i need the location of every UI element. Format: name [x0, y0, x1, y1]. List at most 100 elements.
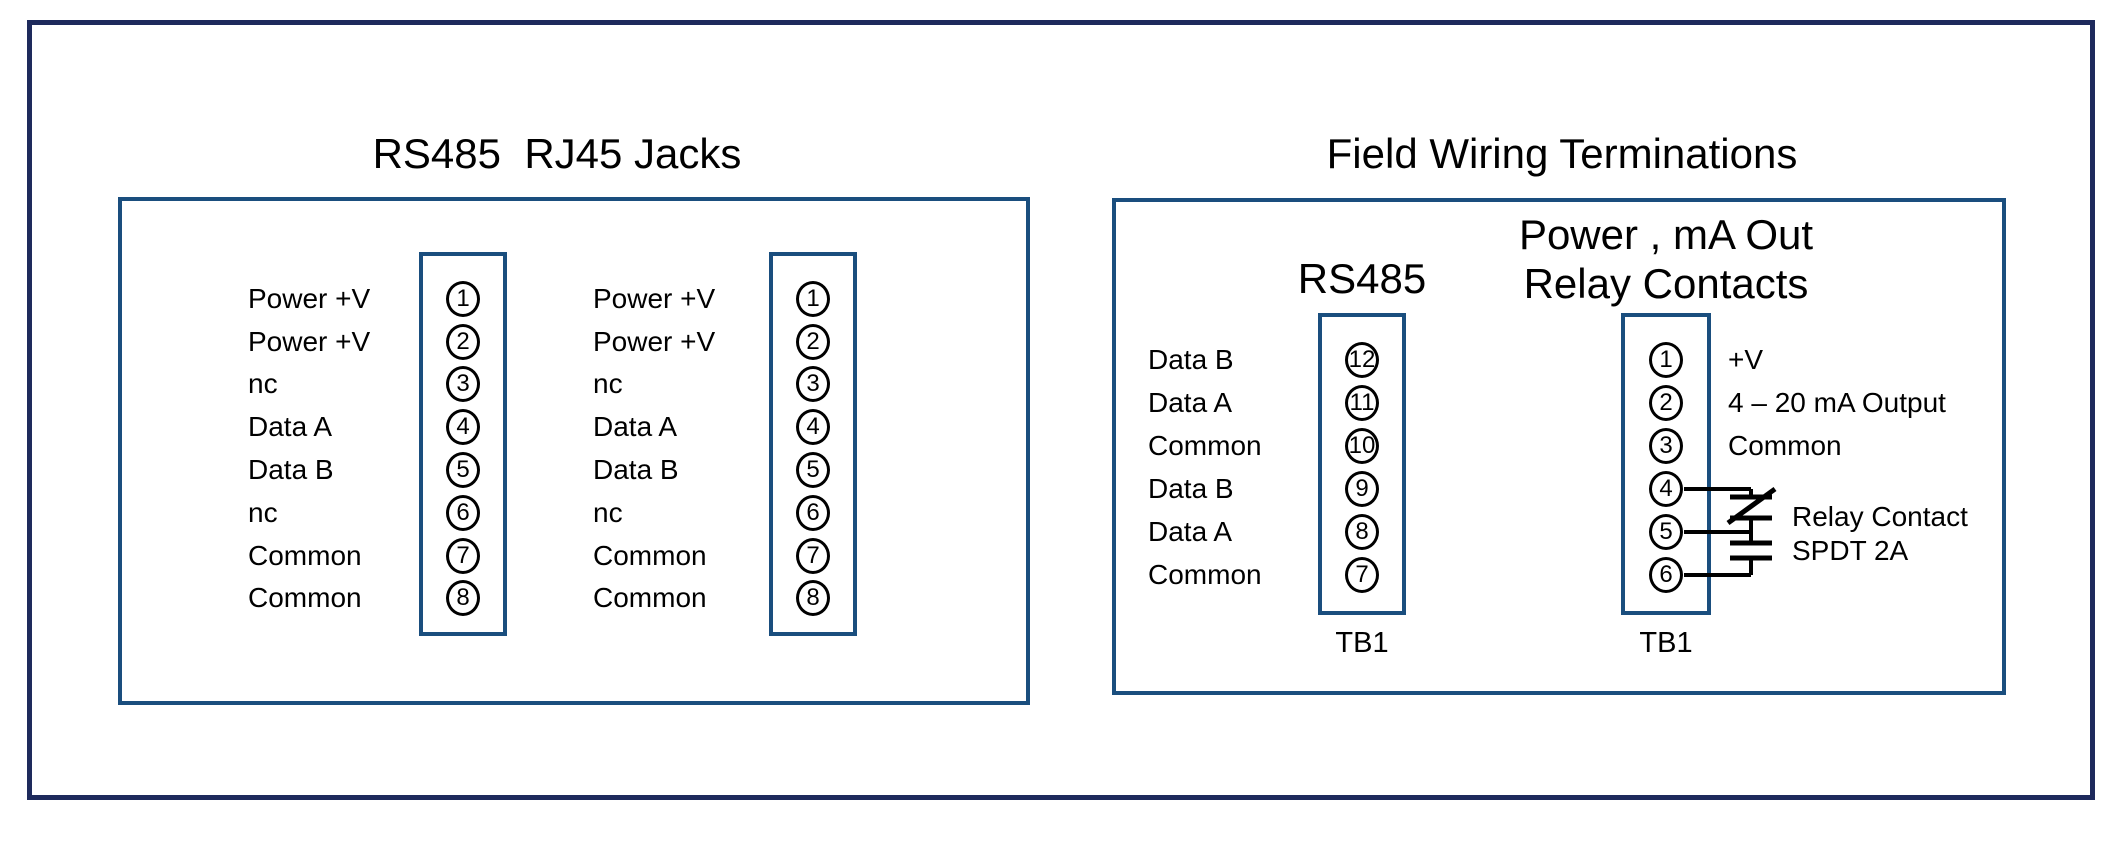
pin-label: nc — [248, 496, 278, 528]
terminal-label: Common — [1728, 430, 1842, 461]
pin-circle: 5 — [796, 452, 830, 489]
relay-contact-symbol — [1684, 486, 1777, 577]
terminal-label: +V — [1728, 344, 1764, 375]
pin-circle: 4 — [796, 409, 830, 446]
pin-label: Power +V — [593, 282, 716, 314]
terminal-number: 12 — [1348, 346, 1376, 373]
terminal-circle: 5 — [1649, 514, 1683, 550]
pin-circle: 6 — [796, 494, 830, 531]
terminal-label: Data B — [1148, 344, 1234, 375]
terminal-circle: 9 — [1345, 471, 1379, 507]
pin-label: Power +V — [248, 282, 371, 314]
terminal-circle: 4 — [1649, 471, 1683, 507]
pin-circle: 8 — [796, 580, 830, 617]
relay-contact-label-line1: Relay Contact — [1792, 501, 1968, 532]
pin-number: 6 — [456, 498, 470, 526]
terminal-number: 2 — [1659, 389, 1673, 416]
power-block-footer: TB1 — [1639, 627, 1693, 659]
pin-label: Common — [593, 582, 707, 614]
rj45-jacks-box — [118, 197, 1030, 705]
jack1-pin-labels: Power +V Power +V nc Data A Data B nc Co… — [248, 278, 428, 620]
pin-number: 2 — [806, 327, 820, 355]
pin-number: 8 — [806, 584, 820, 612]
pin-circle: 4 — [446, 409, 480, 446]
terminal-number: 11 — [1349, 389, 1375, 416]
terminal-number: 7 — [1355, 561, 1369, 588]
pin-label: Common — [248, 582, 362, 614]
terminal-label: Common — [1148, 559, 1262, 590]
power-block-heading-line1: Power , mA Out — [1518, 211, 1814, 258]
jack1-connector-outline — [419, 252, 507, 636]
relay-contact-label-line2: SPDT 2A — [1792, 535, 1909, 566]
pin-number: 1 — [806, 284, 820, 312]
field-wiring-box — [1112, 198, 2006, 695]
pin-label: Data B — [248, 454, 334, 486]
pin-label: Power +V — [248, 325, 371, 357]
terminal-label: Common — [1148, 430, 1262, 461]
pin-number: 3 — [806, 370, 820, 398]
terminal-number: 8 — [1355, 518, 1369, 545]
pin-label: Common — [593, 539, 707, 571]
pin-label: Power +V — [593, 325, 716, 357]
pin-label: nc — [593, 368, 623, 400]
terminal-number: 6 — [1659, 561, 1673, 588]
rs485-block-heading: RS485 — [1297, 255, 1427, 302]
pin-number: 8 — [456, 584, 470, 612]
rs485-terminal-labels: Data B Data A Common Data B Data A Commo… — [1148, 339, 1328, 597]
terminal-number: 1 — [1659, 346, 1673, 373]
terminal-label: Data A — [1148, 387, 1233, 418]
pin-label: nc — [248, 368, 278, 400]
terminal-circle: 12 — [1345, 342, 1379, 378]
pin-circle: 6 — [446, 494, 480, 531]
pin-label: Data A — [248, 411, 333, 443]
jack2-pin-column: 1 2 3 4 5 6 7 8 — [769, 278, 857, 620]
right-panel-title: Field Wiring Terminations — [1326, 130, 1798, 177]
terminal-circle: 7 — [1345, 557, 1379, 593]
pin-number: 1 — [456, 284, 470, 312]
pin-number: 3 — [456, 370, 470, 398]
pin-circle: 3 — [446, 366, 480, 403]
left-panel-title: RS485 RJ45 Jacks — [372, 130, 742, 177]
terminal-number: 4 — [1659, 475, 1673, 502]
pin-number: 4 — [456, 413, 470, 441]
pin-number: 7 — [806, 541, 820, 569]
pin-number: 5 — [456, 456, 470, 484]
terminal-circle: 1 — [1649, 342, 1683, 378]
terminal-circle: 3 — [1649, 428, 1683, 464]
pin-number: 2 — [456, 327, 470, 355]
terminal-circle: 10 — [1345, 428, 1379, 464]
pin-circle: 7 — [796, 537, 830, 574]
pin-label: Data B — [593, 454, 679, 486]
terminal-number: 3 — [1659, 432, 1673, 459]
pin-circle: 3 — [796, 366, 830, 403]
terminal-number: 9 — [1355, 475, 1369, 502]
pin-circle: 5 — [446, 452, 480, 489]
terminal-circle: 2 — [1649, 385, 1683, 421]
terminal-label: 4 – 20 mA Output — [1728, 387, 1946, 418]
terminal-label: Data B — [1148, 473, 1234, 504]
outer-border — [27, 20, 2095, 800]
pin-number: 5 — [806, 456, 820, 484]
terminal-number: 5 — [1659, 518, 1673, 545]
jack2-pin-labels: Power +V Power +V nc Data A Data B nc Co… — [593, 278, 773, 620]
terminal-circle: 8 — [1345, 514, 1379, 550]
jack1-pin-column: 1 2 3 4 5 6 7 8 — [419, 278, 507, 620]
power-terminal-column: 1 2 3 4 5 6 — [1621, 339, 1711, 597]
pin-circle: 1 — [796, 280, 830, 317]
rs485-terminal-block-outline — [1318, 313, 1406, 615]
pin-label: nc — [593, 496, 623, 528]
pin-label: Data A — [593, 411, 678, 443]
pin-circle: 2 — [796, 323, 830, 360]
terminal-circle: 6 — [1649, 557, 1683, 593]
pin-label: Common — [248, 539, 362, 571]
power-terminal-labels: +V 4 – 20 mA Output Common — [1728, 339, 2018, 468]
pin-number: 6 — [806, 498, 820, 526]
terminal-number: 10 — [1348, 432, 1376, 459]
rs485-block-footer: TB1 — [1335, 627, 1389, 659]
power-block-heading: Power , mA Out Relay Contacts — [1416, 210, 1916, 308]
terminal-label: Data A — [1148, 516, 1233, 547]
rs485-terminal-column: 12 11 10 9 8 7 — [1318, 339, 1406, 597]
power-block-heading-line2: Relay Contacts — [1523, 260, 1809, 307]
pin-circle: 1 — [446, 280, 480, 317]
